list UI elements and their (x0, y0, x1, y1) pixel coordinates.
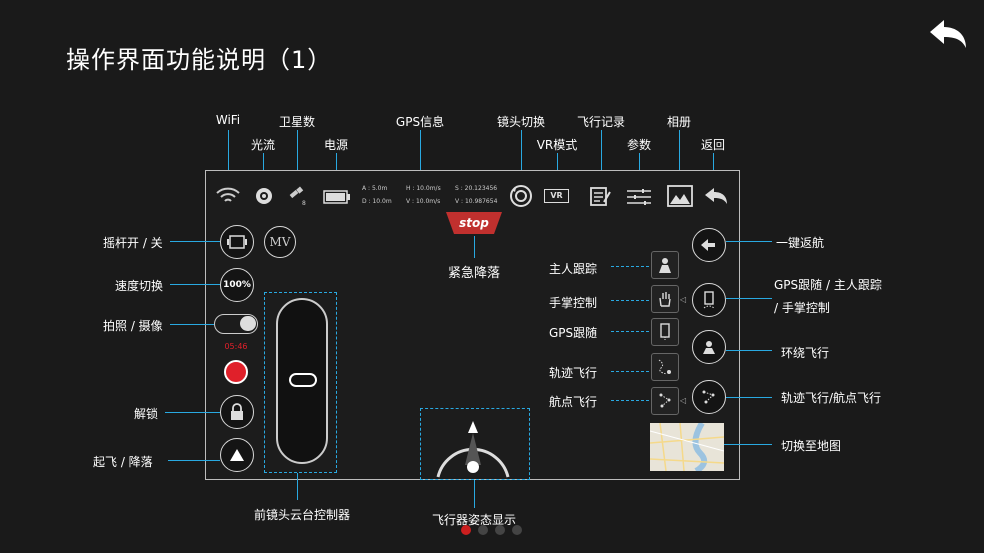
label-flight-record: 飞行记录 (576, 115, 626, 129)
label-gps-info: GPS信息 (395, 115, 445, 129)
label-power: 电源 (323, 138, 349, 152)
gimbal-highlight-box (264, 292, 337, 473)
label-album: 相册 (666, 115, 692, 129)
attitude-indicator (436, 421, 510, 478)
return-home-icon (701, 239, 715, 251)
takeoff-land-button[interactable] (220, 438, 254, 472)
label-unlock: 解锁 (134, 407, 159, 421)
label-photo-video: 拍照 / 摄像 (103, 319, 163, 333)
record-timer: 05:46 (224, 342, 248, 351)
album-icon[interactable] (667, 185, 693, 207)
label-attitude: 飞行器姿态显示 (431, 513, 517, 527)
track-flight-mode[interactable] (651, 353, 679, 381)
stop-button[interactable] (446, 212, 502, 236)
label-gps-owner-palm-1: GPS跟随 / 主人跟踪 (774, 278, 882, 292)
status-v2: V : 10.987654 (455, 198, 498, 205)
flight-record-icon[interactable] (588, 184, 612, 208)
label-params: 参数 (626, 138, 652, 152)
label-optical-flow: 光流 (250, 138, 276, 152)
palm-icon (659, 292, 671, 307)
triangle-up-icon (230, 449, 244, 461)
page-dot-4[interactable] (512, 525, 522, 535)
label-gps-follow: GPS跟随 (549, 326, 598, 340)
waypoint-flight-mode[interactable] (651, 387, 679, 415)
label-track-waypoint: 轨迹飞行/航点飞行 (781, 391, 882, 405)
page-dot-1[interactable] (461, 525, 471, 535)
label-satellites: 卫星数 (278, 115, 316, 129)
mode-caret-left-icon: ◁ (680, 295, 687, 304)
wifi-icon (216, 187, 240, 202)
attitude-highlight-box (420, 408, 530, 480)
label-joystick: 摇杆开 / 关 (103, 236, 163, 250)
label-back: 返回 (700, 138, 726, 152)
camera-icon (240, 316, 256, 331)
label-orbit: 环绕飞行 (781, 346, 830, 360)
status-v: V : 10.0m/s (406, 198, 441, 205)
optical-flow-icon (256, 188, 272, 204)
follow-phone-icon (703, 291, 715, 309)
gps-follow-mode[interactable] (651, 318, 679, 346)
unlock-button[interactable] (220, 395, 254, 429)
orbit-icon (703, 341, 715, 354)
label-owner-follow: 主人跟踪 (549, 262, 598, 276)
orbit-flight-button[interactable] (692, 330, 726, 364)
page-dot-3[interactable] (495, 525, 505, 535)
joystick-toggle-button[interactable] (220, 225, 254, 259)
status-h: H : 10.0m/s (406, 185, 441, 192)
waypoint-icon (659, 393, 671, 408)
label-gps-owner-palm-2: / 手掌控制 (774, 301, 830, 315)
label-vr-mode: VR模式 (536, 138, 578, 152)
lock-icon (231, 403, 243, 420)
label-speed: 速度切换 (115, 279, 164, 293)
owner-follow-mode[interactable] (651, 251, 679, 279)
back-icon[interactable] (703, 186, 729, 206)
joystick-icon (227, 235, 247, 249)
label-track-flight: 轨迹飞行 (549, 366, 598, 380)
vr-mode-button[interactable]: VR (544, 189, 569, 203)
camera-switch-icon[interactable] (509, 184, 533, 208)
label-return-home: 一键返航 (776, 236, 825, 250)
label-emergency: 紧急降落 (447, 266, 501, 281)
page-title: 操作界面功能说明（1） (66, 46, 333, 74)
status-a: A : 5.0m (362, 185, 388, 192)
label-palm-control: 手掌控制 (549, 296, 598, 310)
status-s: S : 20.123456 (455, 185, 498, 192)
status-d: D : 10.0m (362, 198, 392, 205)
label-takeoff-land: 起飞 / 降落 (93, 455, 153, 469)
route-icon (702, 390, 715, 404)
label-camera-switch: 镜头切换 (496, 115, 546, 129)
return-home-button[interactable] (692, 228, 726, 262)
stop-label: stop (459, 216, 489, 230)
satellite-icon (289, 186, 304, 199)
mv-button[interactable]: MV (264, 226, 296, 258)
record-button[interactable] (224, 360, 248, 384)
track-icon (658, 359, 671, 375)
label-gimbal: 前镜头云台控制器 (253, 508, 351, 522)
map-thumbnail[interactable] (650, 423, 724, 471)
phone-icon (660, 323, 670, 340)
params-icon[interactable] (626, 187, 652, 207)
satellite-count: 8 (302, 200, 306, 207)
person-icon (659, 258, 671, 273)
back-arrow-icon[interactable] (926, 14, 970, 54)
page-dot-2[interactable] (478, 525, 488, 535)
mode-caret-left-icon-2: ◁ (680, 396, 687, 405)
palm-control-mode[interactable] (651, 285, 679, 313)
track-waypoint-button[interactable] (692, 380, 726, 414)
speed-switch-button[interactable]: 100% (220, 268, 254, 302)
battery-icon (323, 190, 350, 204)
gimbal-slider-handle[interactable] (289, 373, 317, 387)
photo-video-toggle[interactable] (214, 314, 258, 334)
label-map-switch: 切换至地图 (781, 439, 842, 453)
label-waypoint: 航点飞行 (549, 395, 598, 409)
label-wifi: WiFi (215, 113, 241, 127)
follow-mode-button[interactable] (692, 283, 726, 317)
